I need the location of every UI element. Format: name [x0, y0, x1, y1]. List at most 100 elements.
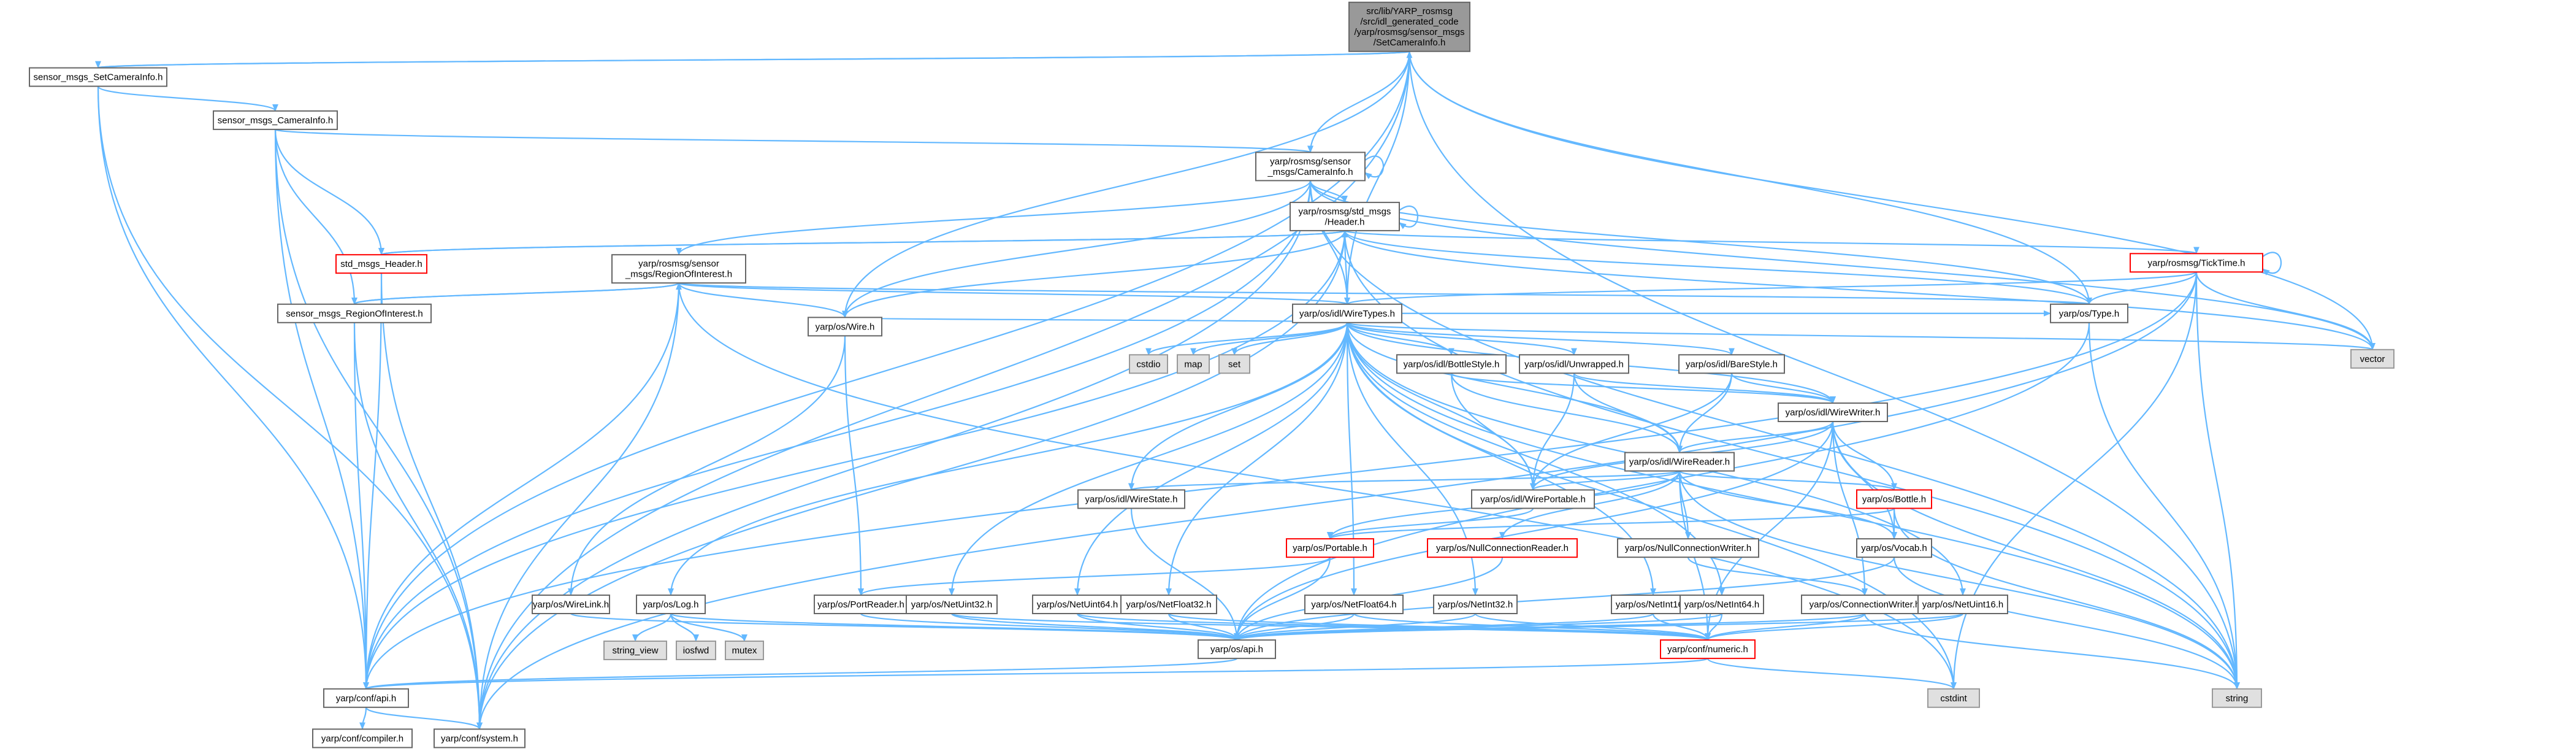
node-type[interactable]: yarp/os/Type.h	[2050, 303, 2128, 323]
node-netfloat64-box[interactable]	[1304, 595, 1404, 615]
node-set_ci-box[interactable]	[29, 67, 167, 87]
edge-bottlestyle-to-wirewriter	[1450, 372, 1836, 404]
node-mutex[interactable]: mutex	[725, 640, 764, 660]
node-map[interactable]: map	[1177, 354, 1210, 374]
node-compiler[interactable]: yarp/conf/compiler.h	[312, 728, 413, 749]
node-unwrapped[interactable]: yarp/os/idl/Unwrapped.h	[1519, 354, 1629, 374]
node-connwriter-box[interactable]	[1801, 595, 1928, 615]
node-portable-box[interactable]	[1286, 538, 1374, 558]
node-nullconnreader-box[interactable]	[1427, 538, 1578, 558]
node-root[interactable]: src/lib/YARP_rosmsg/src/idl_generated_co…	[1348, 1, 1470, 52]
node-wirewriter[interactable]: yarp/os/idl/WireWriter.h	[1778, 402, 1888, 422]
node-wirelink-box[interactable]	[532, 595, 610, 615]
node-string[interactable]: string	[2212, 688, 2262, 708]
node-vector-box[interactable]	[2350, 349, 2394, 369]
node-netint64-box[interactable]	[1680, 595, 1764, 615]
node-ros_hdr[interactable]: yarp/rosmsg/std_msgs/Header.h	[1290, 201, 1400, 231]
node-netfloat32[interactable]: yarp/os/NetFloat32.h	[1120, 595, 1217, 615]
node-barestyle[interactable]: yarp/os/idl/BareStyle.h	[1678, 354, 1785, 374]
node-ros_ci-box[interactable]	[1255, 152, 1366, 182]
node-numeric[interactable]: yarp/conf/numeric.h	[1660, 639, 1756, 660]
node-wiretypes[interactable]: yarp/os/idl/WireTypes.h	[1292, 303, 1402, 323]
node-system-box[interactable]	[434, 728, 526, 749]
node-map-box[interactable]	[1177, 354, 1210, 374]
node-vector[interactable]: vector	[2350, 349, 2394, 369]
node-set_ci[interactable]: sensor_msgs_SetCameraInfo.h	[29, 67, 167, 87]
node-string-box[interactable]	[2212, 688, 2262, 708]
edge-ticktime-to-type	[2086, 271, 2198, 305]
node-cstdio[interactable]: cstdio	[1129, 354, 1168, 374]
node-netint32[interactable]: yarp/os/NetInt32.h	[1433, 595, 1518, 615]
node-wirestate-box[interactable]	[1077, 489, 1185, 509]
node-wireportable-box[interactable]	[1471, 489, 1595, 509]
node-type-box[interactable]	[2050, 303, 2128, 323]
node-wireportable[interactable]: yarp/os/idl/WirePortable.h	[1471, 489, 1595, 509]
node-portable[interactable]: yarp/os/Portable.h	[1286, 538, 1374, 558]
node-wirereader[interactable]: yarp/os/idl/WireReader.h	[1624, 452, 1735, 472]
node-ticktime-box[interactable]	[2130, 253, 2263, 273]
node-vocab-box[interactable]	[1856, 538, 1932, 558]
node-unwrapped-box[interactable]	[1519, 354, 1629, 374]
node-ros_hdr-box[interactable]	[1290, 201, 1400, 231]
node-string_view-box[interactable]	[603, 640, 667, 660]
node-system[interactable]: yarp/conf/system.h	[434, 728, 526, 749]
node-nullconnwriter[interactable]: yarp/os/NullConnectionWriter.h	[1617, 538, 1759, 558]
node-netuint16[interactable]: yarp/os/NetUint16.h	[1917, 595, 2008, 615]
node-wire[interactable]: yarp/os/Wire.h	[808, 317, 882, 337]
node-netuint16-box[interactable]	[1917, 595, 2008, 615]
node-std_hdr[interactable]: std_msgs_Header.h	[335, 254, 427, 274]
node-ros_ci[interactable]: yarp/rosmsg/sensor_msgs/CameraInfo.h	[1255, 152, 1366, 182]
node-vocab[interactable]: yarp/os/Vocab.h	[1856, 538, 1932, 558]
node-ros_roi-box[interactable]	[611, 254, 746, 284]
node-bottle[interactable]: yarp/os/Bottle.h	[1856, 489, 1932, 509]
node-bottlestyle[interactable]: yarp/os/idl/BottleStyle.h	[1396, 354, 1507, 374]
node-mutex-box[interactable]	[725, 640, 764, 660]
node-cstdint[interactable]: cstdint	[1927, 688, 1980, 708]
node-netuint32[interactable]: yarp/os/NetUint32.h	[906, 595, 998, 615]
node-root-box[interactable]	[1348, 1, 1470, 52]
node-iosfwd-box[interactable]	[676, 640, 716, 660]
node-log-box[interactable]	[636, 595, 706, 615]
node-std_hdr-box[interactable]	[335, 254, 427, 274]
node-sm_ci-box[interactable]	[213, 110, 338, 130]
node-cstdio-box[interactable]	[1129, 354, 1168, 374]
node-ros_roi[interactable]: yarp/rosmsg/sensor_msgs/RegionOfInterest…	[611, 254, 746, 284]
node-wirestate[interactable]: yarp/os/idl/WireState.h	[1077, 489, 1185, 509]
node-netuint32-box[interactable]	[906, 595, 998, 615]
node-string_view[interactable]: string_view	[603, 640, 667, 660]
node-confapi[interactable]: yarp/conf/api.h	[323, 688, 409, 708]
node-log[interactable]: yarp/os/Log.h	[636, 595, 706, 615]
node-netint32-box[interactable]	[1433, 595, 1518, 615]
node-numeric-box[interactable]	[1660, 639, 1756, 660]
edge-portreader-to-api	[860, 612, 1240, 641]
node-wiretypes-box[interactable]	[1292, 303, 1402, 323]
node-set-box[interactable]	[1218, 354, 1250, 374]
node-wirereader-box[interactable]	[1624, 452, 1735, 472]
node-connwriter[interactable]: yarp/os/ConnectionWriter.h	[1801, 595, 1928, 615]
node-netfloat64[interactable]: yarp/os/NetFloat64.h	[1304, 595, 1404, 615]
node-confapi-box[interactable]	[323, 688, 409, 708]
node-wirelink[interactable]: yarp/os/WireLink.h	[532, 595, 610, 615]
node-compiler-box[interactable]	[312, 728, 413, 749]
node-barestyle-box[interactable]	[1678, 354, 1785, 374]
node-connwriter-label-0: yarp/os/ConnectionWriter.h	[1810, 599, 1921, 610]
node-sm_roi-box[interactable]	[277, 303, 432, 323]
node-nullconnwriter-box[interactable]	[1617, 538, 1759, 558]
node-set[interactable]: set	[1218, 354, 1250, 374]
node-sm_ci[interactable]: sensor_msgs_CameraInfo.h	[213, 110, 338, 130]
node-iosfwd[interactable]: iosfwd	[676, 640, 716, 660]
node-api[interactable]: yarp/os/api.h	[1198, 639, 1276, 660]
node-wirewriter-box[interactable]	[1778, 402, 1888, 422]
node-cstdint-box[interactable]	[1927, 688, 1980, 708]
node-netint64[interactable]: yarp/os/NetInt64.h	[1680, 595, 1764, 615]
node-netuint64[interactable]: yarp/os/NetUint64.h	[1032, 595, 1123, 615]
node-wire-box[interactable]	[808, 317, 882, 337]
node-bottle-box[interactable]	[1856, 489, 1932, 509]
node-nullconnreader[interactable]: yarp/os/NullConnectionReader.h	[1427, 538, 1578, 558]
node-api-box[interactable]	[1198, 639, 1276, 660]
node-sm_roi[interactable]: sensor_msgs_RegionOfInterest.h	[277, 303, 432, 323]
node-bottlestyle-box[interactable]	[1396, 354, 1507, 374]
node-portreader[interactable]: yarp/os/PortReader.h	[814, 595, 908, 615]
node-netfloat32-box[interactable]	[1120, 595, 1217, 615]
node-ticktime[interactable]: yarp/rosmsg/TickTime.h	[2130, 253, 2263, 273]
